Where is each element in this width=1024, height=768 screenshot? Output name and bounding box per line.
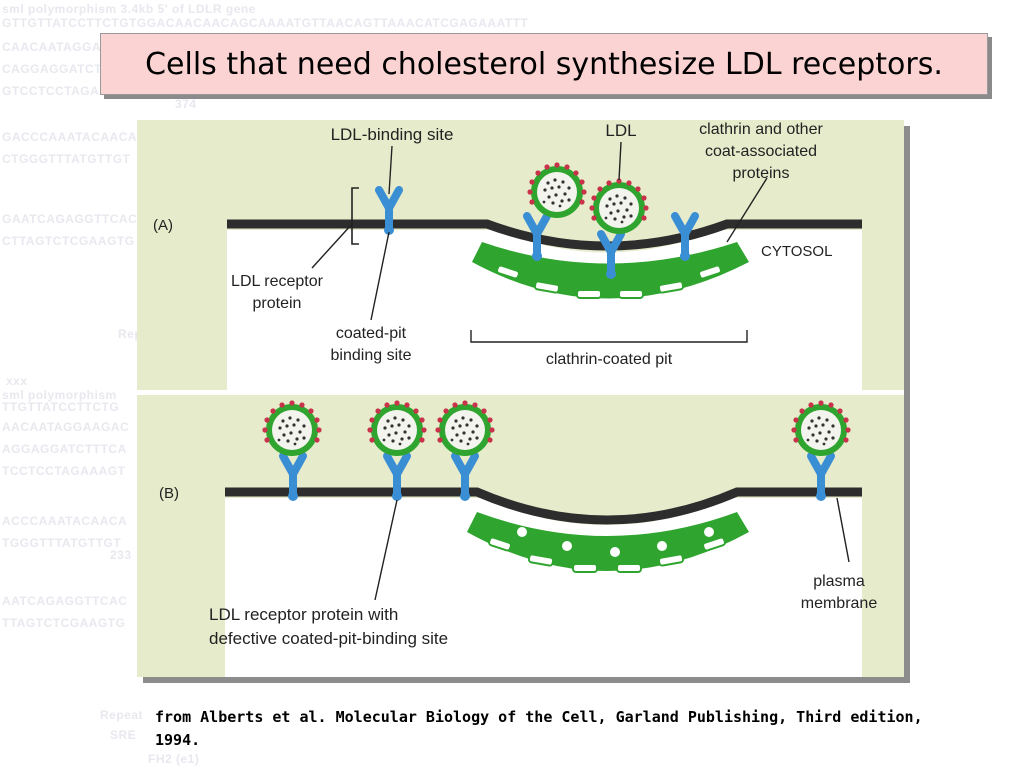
ldl-receptor-label-line2: protein: [253, 295, 302, 312]
bg-text-line: AACAATAGGAAGAC: [2, 420, 130, 434]
panel-b-label: (B): [159, 485, 179, 502]
figure-caption: from Alberts et al. Molecular Biology of…: [155, 708, 923, 749]
bg-text-line: TTAGTCTCGAAGTG: [2, 616, 126, 630]
bg-text-line: Repeat: [100, 708, 144, 722]
defective-receptor-label-line1: LDL receptor protein with: [209, 605, 398, 624]
clathrin-label-line3: proteins: [733, 165, 790, 182]
ldl-receptor-diagram: (A) LDL-binding site LDL clathrin and ot…: [137, 120, 904, 677]
defective-receptor-label-line2: defective coated-pit-binding site: [209, 629, 448, 648]
cytosol-label: CYTOSOL: [761, 243, 832, 260]
ldl-receptor-figure: (A) LDL-binding site LDL clathrin and ot…: [137, 120, 904, 677]
ldl-binding-site-label: LDL-binding site: [331, 125, 454, 144]
bg-text-line: CTGGGTTTATGTTGT: [2, 152, 131, 166]
bg-text-line: sml polymorphism 3.4kb 5' of LDLR gene: [2, 2, 256, 16]
panel-b-membrane: [225, 487, 862, 525]
bg-text-line: TGGGTTTATGTTGT: [2, 536, 122, 550]
bg-text-line: TCCTCCTAGAAAGT: [2, 464, 126, 478]
bg-text-line: CAACAATAGGAAGA: [2, 40, 130, 54]
clathrin-label-line2: coat-associated: [705, 143, 817, 160]
bg-text-line: CTTAGTCTCGAAGTG: [2, 234, 135, 248]
bg-text-line: sml polymorphism: [2, 388, 117, 402]
slide-title-box: Cells that need cholesterol synthesize L…: [100, 33, 988, 95]
bg-text-line: AATCAGAGGTTCAC: [2, 594, 128, 608]
plasma-membrane-label-line1: plasma: [813, 573, 865, 590]
panel-a-label: (A): [153, 217, 173, 234]
plasma-membrane-label-line2: membrane: [801, 595, 878, 612]
bg-text-line: AGGAGGATCTTTCA: [2, 442, 127, 456]
coated-pit-label-line2: binding site: [331, 347, 412, 364]
bg-text-line: TTGTTATCCTTCTG: [2, 400, 120, 414]
clathrin-label-line1: clathrin and other: [699, 121, 823, 138]
bg-text-line: 233: [110, 548, 132, 562]
bg-text-line: GAATCAGAGGTTCAC: [2, 212, 138, 226]
ldl-label: LDL: [605, 121, 636, 140]
coated-pit-label-line1: coated-pit: [336, 325, 407, 342]
slide-title: Cells that need cholesterol synthesize L…: [145, 46, 943, 82]
bg-text-line: xxx: [6, 374, 28, 388]
bg-text-line: 374: [175, 97, 197, 111]
bg-text-line: ACCCAAATACAACA: [2, 514, 128, 528]
bg-text-line: FH2 (e1): [148, 752, 200, 766]
bg-text-line: SRE: [110, 728, 137, 742]
bg-text-line: GACCCAAATACAACA: [2, 130, 138, 144]
ldl-receptor-label-line1: LDL receptor: [231, 273, 324, 290]
clathrin-coated-pit-label: clathrin-coated pit: [546, 351, 673, 368]
bg-text-line: GTTGTTATCCTTCTGTGGACAACAACAGCAAAATGTTAAC…: [2, 16, 529, 30]
